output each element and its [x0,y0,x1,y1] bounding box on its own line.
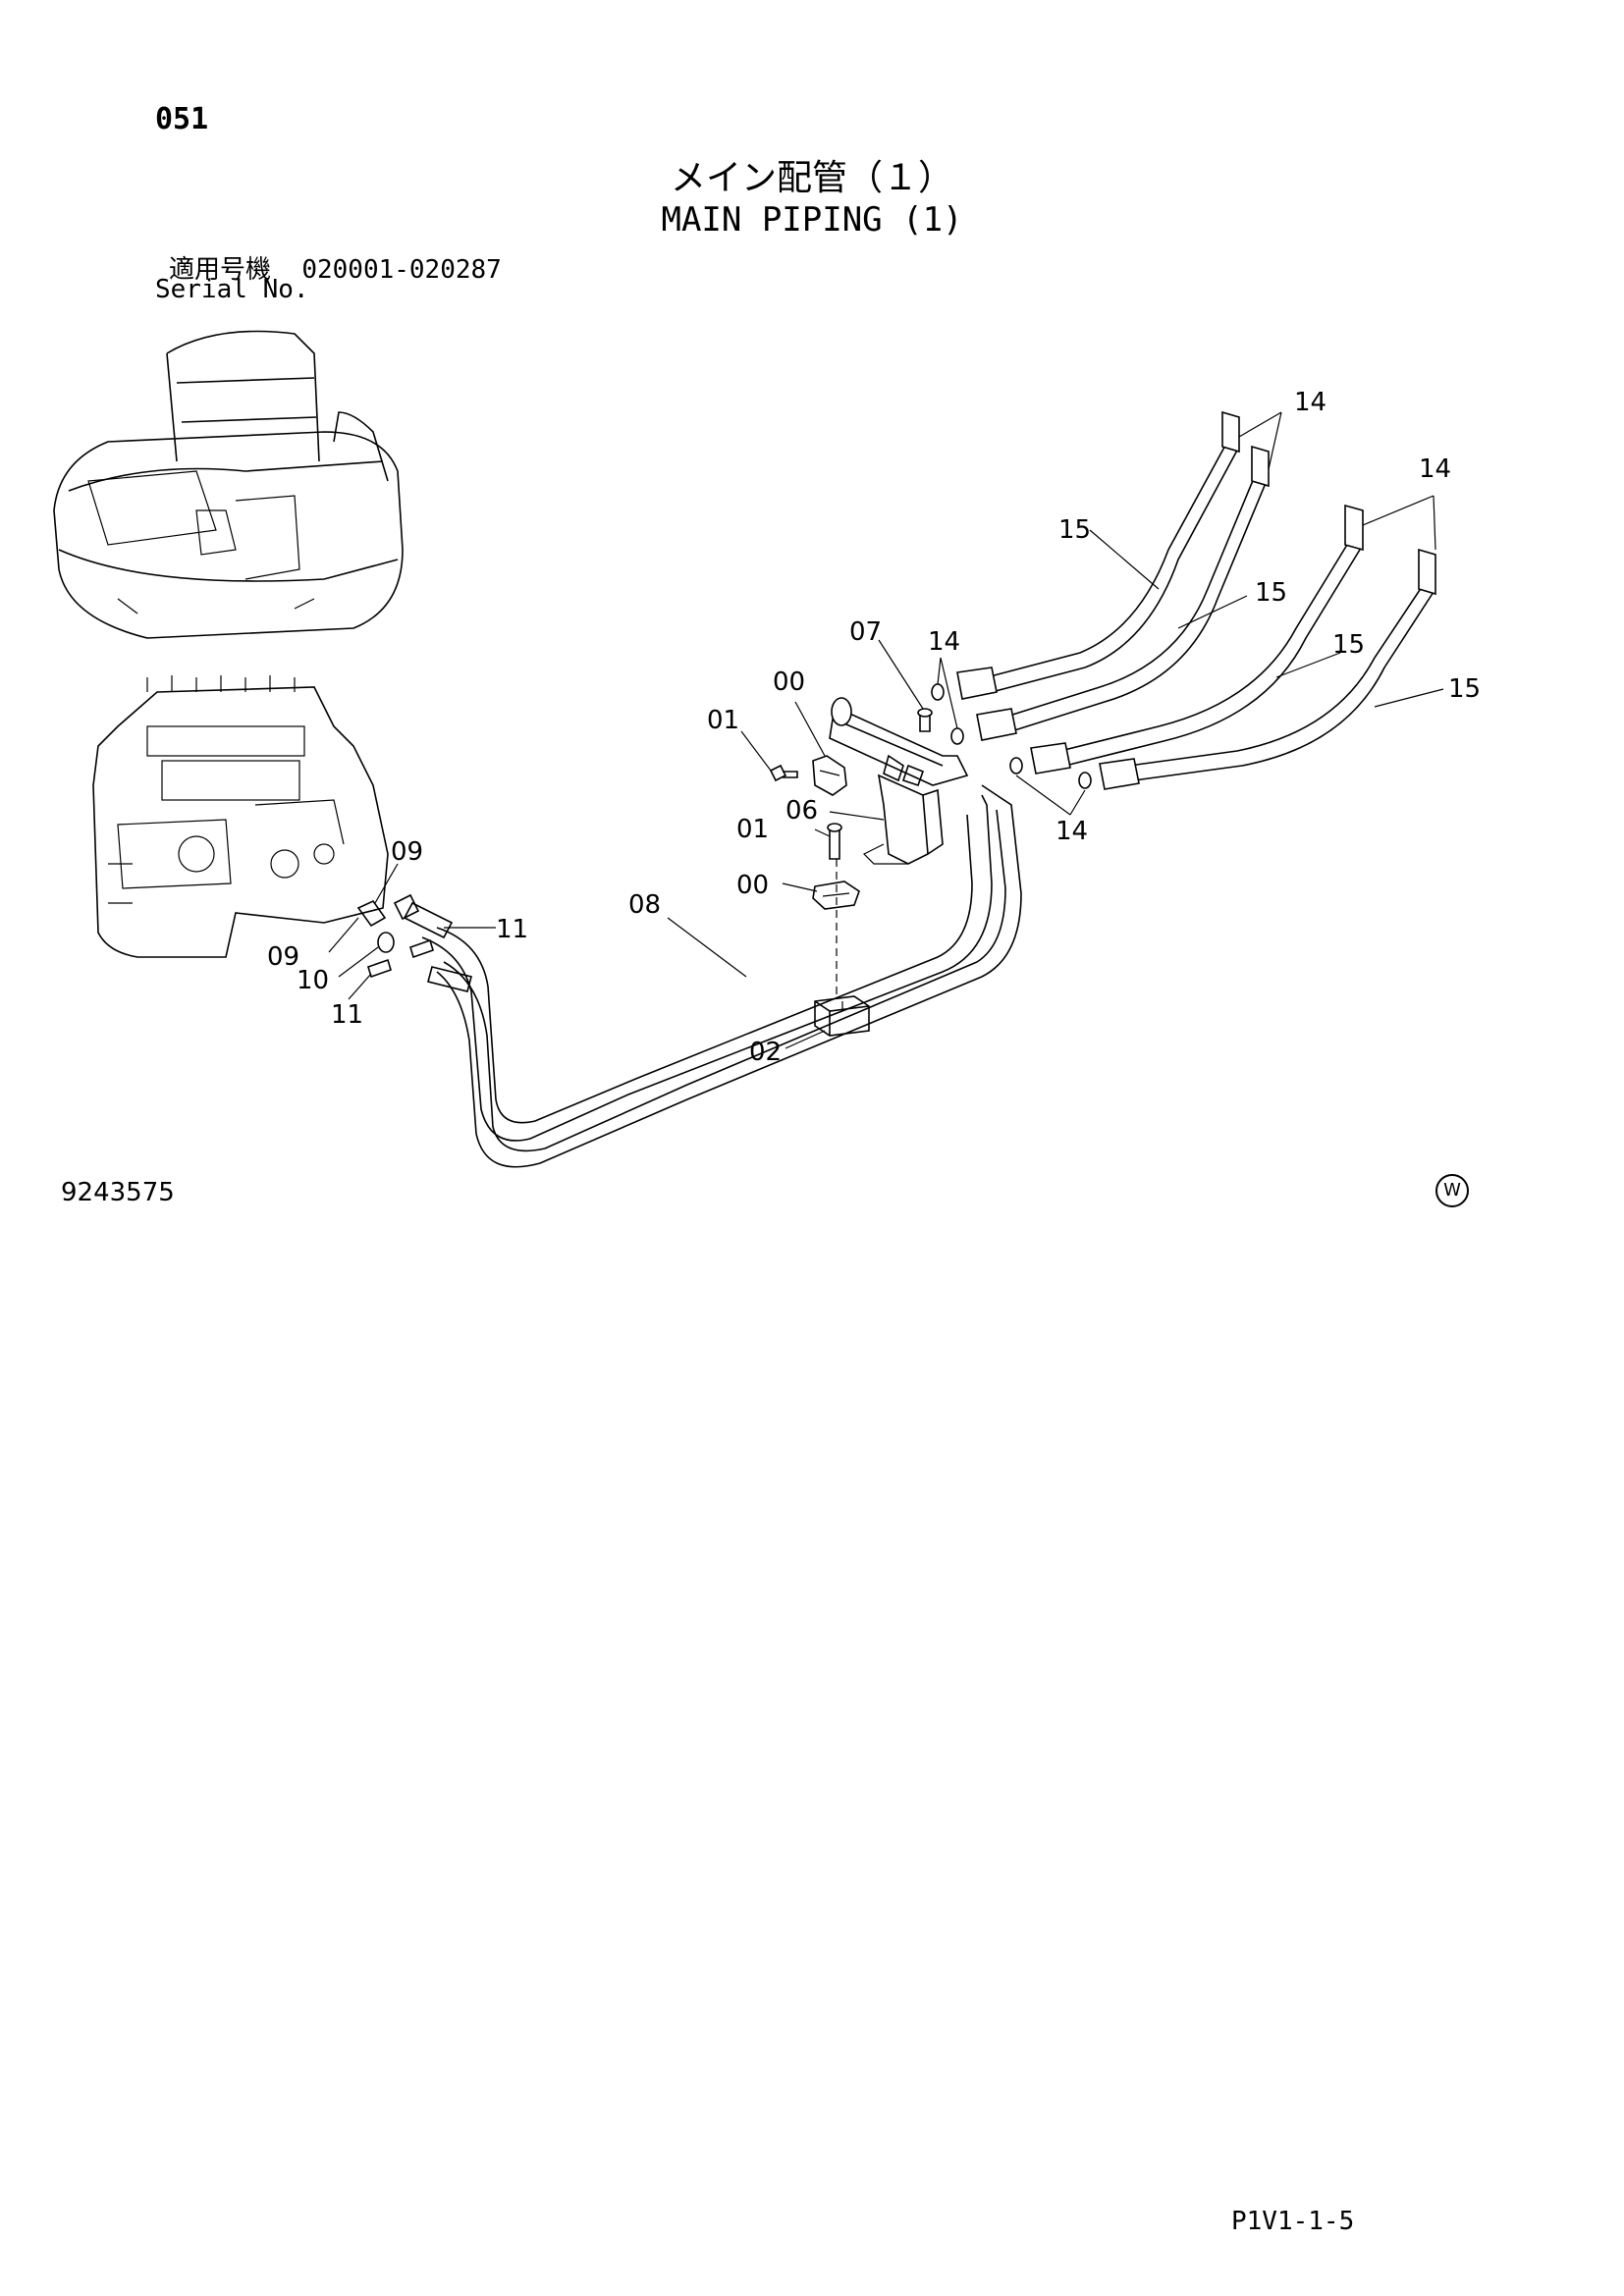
page-code: P1V1-1-5 [1231,2207,1355,2236]
bolt-11 [367,938,434,979]
callout-11-a: 11 [496,915,528,944]
callout-15-d: 15 [1448,674,1481,704]
drawing-number: 9243575 [61,1178,175,1207]
callout-14-d: 14 [1056,817,1088,846]
callout-07: 07 [849,617,882,647]
callout-10: 10 [297,966,329,995]
bolt-lower-01 [827,823,842,860]
serial-range: 適用号機 020001-020287 [169,249,502,286]
excavator-overview-illustration [53,330,404,639]
callout-15-a: 15 [1058,515,1091,545]
title-japanese: メイン配管（１） [670,158,953,198]
serial-label-english: Serial No. [155,275,309,304]
o-ring-10 [377,932,395,953]
callout-14-c: 14 [928,627,960,657]
page-number: 051 [155,102,209,136]
pipe-end-fittings [403,901,472,992]
control-valve-assembly [92,675,389,958]
flange-09 [356,893,420,928]
callout-00-b: 00 [736,871,769,900]
bolt-upper-01 [769,764,798,782]
o-ring-set-14 [931,683,1092,789]
clamp-lower-00 [812,881,860,910]
bolt-07 [917,708,933,732]
block-02 [814,995,870,1037]
callout-14-a: 14 [1294,388,1326,417]
callout-01-a: 01 [707,706,739,735]
callout-15-b: 15 [1255,578,1287,608]
leader-lines [328,411,1444,1049]
clamp-upper-00 [812,755,847,796]
serial-label-japanese: 適用号機 [169,255,272,285]
callout-00-a: 00 [773,667,805,697]
callout-15-c: 15 [1332,630,1365,660]
title-english: MAIN PIPING (1) [661,200,963,240]
manifold-and-bracket-06 [829,697,969,865]
callout-08: 08 [628,890,661,920]
parts-diagram: 14 14 15 15 15 15 07 14 00 01 06 14 01 0… [53,330,1481,1168]
main-pipe-08 [421,784,1022,1168]
callout-09-a: 09 [391,837,423,867]
callout-14-b: 14 [1419,454,1451,484]
hose-15b [976,445,1270,741]
hose-15d [1099,548,1436,790]
callout-06: 06 [785,796,818,826]
serial-range-value: 020001-020287 [301,255,502,285]
w-circle-mark: W [1435,1174,1469,1207]
callout-02: 02 [749,1038,782,1067]
hose-15a [956,410,1240,700]
callout-01-b: 01 [736,815,769,844]
hose-15c [1030,504,1364,774]
callout-11-b: 11 [331,1000,363,1030]
callout-09-b: 09 [267,942,299,972]
